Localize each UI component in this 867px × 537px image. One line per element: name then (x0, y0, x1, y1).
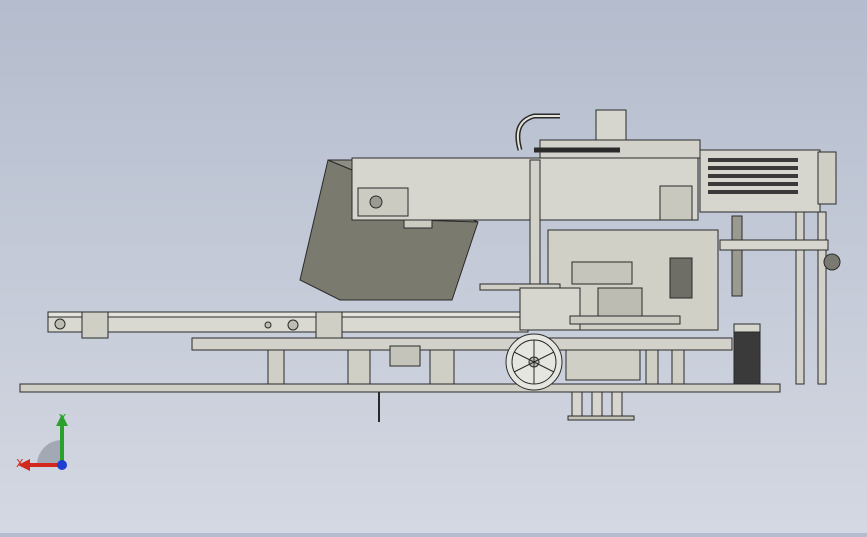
y-axis-label: Y (59, 412, 66, 425)
leg-2 (347, 349, 371, 385)
x-axis-label: X (16, 457, 24, 470)
leg-1 (267, 349, 285, 385)
gear-stack (669, 257, 693, 299)
upper-housing (351, 157, 699, 221)
right-post-1 (795, 211, 805, 385)
cylinder-block (565, 349, 641, 381)
vent-grille (708, 158, 798, 194)
crossbar (719, 239, 829, 251)
adjust-knob (823, 253, 841, 271)
z-axis-dot (57, 460, 67, 470)
right-enclosure-cap (817, 151, 837, 205)
leg-right-1 (645, 349, 659, 385)
lower-platform (191, 337, 733, 351)
leg-3 (429, 349, 455, 385)
right-post-2 (817, 211, 827, 385)
upper-housing-plate (357, 187, 409, 217)
window-panel (659, 185, 693, 221)
cable-chain-inner (516, 115, 560, 151)
roller-1 (54, 318, 66, 330)
slide-rail (569, 315, 681, 325)
roller-2 (287, 319, 299, 331)
belt-stack-cap (733, 323, 761, 333)
base-plate (19, 383, 781, 393)
mechanism-block-1 (571, 261, 633, 285)
belt-stack (733, 323, 761, 385)
motor-small (389, 345, 421, 367)
coordinate-triad: X Y (12, 410, 82, 480)
roller-3 (264, 321, 272, 329)
conveyor-block-left (81, 311, 109, 339)
housing-knob (369, 195, 383, 209)
y-arrow-head (56, 414, 68, 426)
triad-graphic (18, 414, 68, 471)
feed-conveyor-top (47, 311, 529, 318)
mechanism-block-2 (597, 287, 643, 319)
spring-column (731, 215, 743, 297)
conveyor-block-mid (315, 311, 343, 339)
triad-quadrant (37, 440, 62, 465)
x-arrow-head (18, 459, 30, 471)
handwheel[interactable] (505, 333, 563, 391)
housing-tab (403, 219, 433, 229)
leg-right-2 (671, 349, 685, 385)
cylinder-base (567, 415, 635, 421)
